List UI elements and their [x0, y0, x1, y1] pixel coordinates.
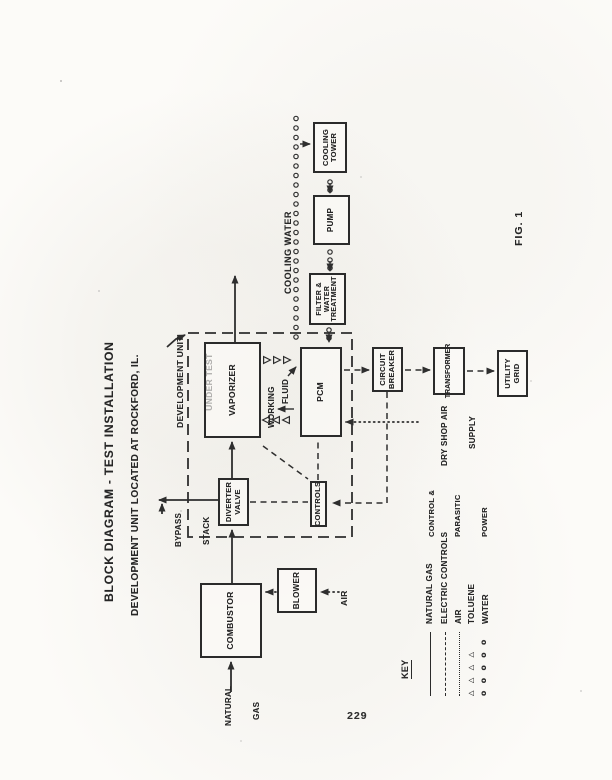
vaporizer-box: VAPORIZER: [204, 342, 261, 438]
bypass-line2: STACK: [201, 516, 211, 545]
blower-label: BLOWER: [291, 571, 301, 610]
key-sample-natural-gas: [430, 632, 431, 696]
page-number: 229: [347, 710, 368, 722]
pcm-box: PCM: [300, 347, 342, 437]
cooling-water-supply-chain: [293, 115, 299, 340]
blower-box: BLOWER: [277, 568, 317, 613]
circuit-breaker-line2: BREAKER: [386, 349, 396, 390]
dry-shop-air-line2: SUPPLY: [467, 415, 477, 449]
combustor-label: COMBUSTOR: [225, 591, 236, 650]
pcm-label: PCM: [315, 382, 326, 402]
controls-box: CONTROLS: [310, 481, 327, 527]
key-sample-air: [459, 632, 460, 696]
parasitic-power-line: [332, 392, 388, 507]
figure-caption: FIG. 1: [513, 210, 525, 246]
cooling-tower-box: COOLING TOWER: [313, 122, 347, 173]
toluene-to-vaporizer-chain: [261, 415, 290, 425]
key-sample-water: o o o o o: [479, 637, 488, 696]
key-label-toluene: TOLUENE: [467, 583, 476, 624]
circuit-breaker-box: CIRCUIT BREAKER: [372, 347, 403, 392]
utility-grid-box: UTILITY GRID: [497, 350, 528, 397]
dry-shop-air-line1: DRY SHOP AIR: [440, 405, 450, 466]
cooling-water-label: COOLING WATER: [283, 211, 293, 294]
natural-gas-line1: NATURAL: [224, 685, 234, 726]
boundary-label-line1: DEVELOPMENT UNIT: [174, 336, 185, 428]
water-flow-arrows: [300, 140, 334, 343]
cooling-tower-line2: TOWER: [329, 132, 338, 163]
transformer-box: TRANSFORMER: [433, 343, 465, 399]
key-label-electric-controls: ELECTRIC CONTROLS: [440, 531, 449, 624]
controls-label: CONTROLS: [313, 481, 323, 527]
filter-line3: TREATMENT: [331, 276, 339, 322]
utility-grid-line2: GRID: [511, 363, 521, 384]
cpp-line2: PARASITIC: [453, 494, 463, 537]
figure-subtitle: DEVELOPMENT UNIT LOCATED AT ROCKFORD, IL…: [130, 354, 141, 616]
working-fluid-arrows: [277, 366, 297, 413]
bypass-line1: BYPASS: [174, 512, 184, 547]
control-parasitic-power-label: CONTROL & PARASITIC POWER: [410, 490, 507, 537]
air-label: AIR: [339, 590, 349, 606]
cpp-line1: CONTROL &: [426, 489, 436, 537]
bypass-stack-label: BYPASS STACK: [156, 513, 230, 547]
pump-box: PUMP: [313, 195, 350, 245]
transformer-label: TRANSFORMER: [445, 343, 453, 399]
gas-flow-lines: [158, 275, 239, 692]
key-title: KEY: [400, 659, 413, 679]
boundary-pointer-arrow: [166, 334, 186, 348]
filter-line1: FILTER &: [315, 282, 323, 316]
key-sample-toluene: △ △ △ △: [467, 649, 475, 696]
diverter-valve-line2: VALVE: [232, 489, 242, 515]
dry-shop-air-label: DRY SHOP AIR SUPPLY: [422, 405, 496, 466]
working-fluid-label-line2: FLUID: [281, 378, 290, 404]
key-label-air: AIR: [454, 609, 463, 624]
key-label-water: WATER: [481, 594, 490, 624]
combustor-box: COMBUSTOR: [200, 583, 262, 658]
test-unit-boundary: [187, 332, 353, 538]
figure-title: BLOCK DIAGRAM - TEST INSTALLATION: [102, 341, 116, 602]
key-label-natural-gas: NATURAL GAS: [425, 563, 434, 624]
vaporizer-label: VAPORIZER: [226, 364, 237, 416]
scan-speckles: [60, 80, 62, 82]
working-fluid-label-line1: WORKING: [267, 386, 276, 428]
natural-gas-label: NATURAL GAS: [206, 686, 280, 726]
filter-water-treatment-box: FILTER & WATER TREATMENT: [309, 273, 346, 325]
air-lines: [265, 418, 419, 596]
electric-control-lines: [250, 366, 495, 507]
key-sample-electric-controls: [445, 632, 446, 696]
natural-gas-line2: GAS: [251, 701, 261, 720]
cpp-line3: POWER: [479, 507, 489, 537]
toluene-to-pcm-chain: [263, 355, 292, 365]
pump-label: PUMP: [326, 207, 336, 233]
